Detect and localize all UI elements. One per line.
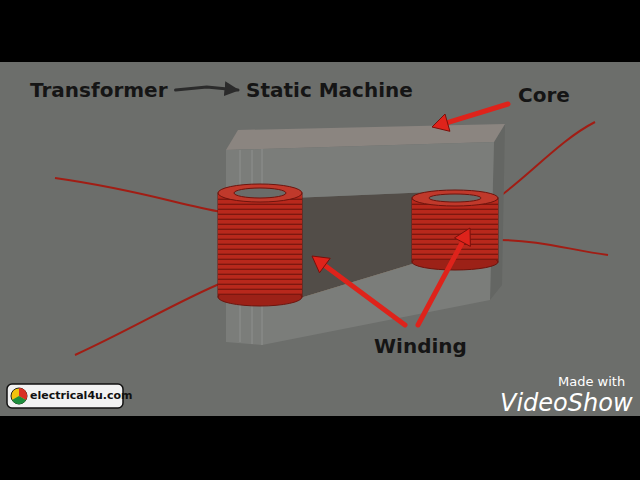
part-label: Winding (374, 334, 467, 358)
heading-term: Static Machine (242, 76, 417, 104)
pointer-arrow (312, 104, 508, 325)
part-label: Core (518, 83, 570, 107)
flow-arrow (176, 87, 238, 90)
heading-text: Transformer (30, 78, 168, 102)
watermark: VideoShow (500, 389, 633, 417)
wire-leads (55, 122, 608, 355)
watermark: Made with (558, 374, 625, 389)
winding-coil (218, 184, 302, 306)
watermark: electrical4u.com (30, 389, 133, 402)
heading-term: Transformer (26, 76, 172, 104)
heading-text: Static Machine (246, 78, 413, 102)
